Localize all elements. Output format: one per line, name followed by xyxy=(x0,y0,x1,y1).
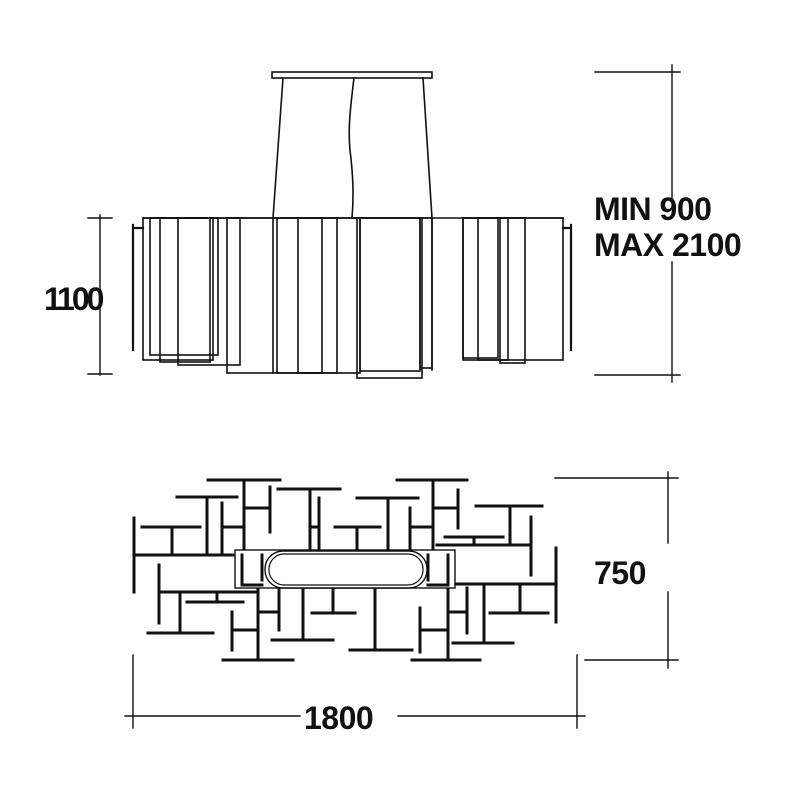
height-label: 1100 xyxy=(44,281,104,317)
suspension-min-label: MIN 900 xyxy=(594,191,712,227)
canopy-seam xyxy=(348,77,355,219)
canopy-capsule xyxy=(264,550,428,589)
height-dimension-line xyxy=(87,214,113,376)
depth-label: 750 xyxy=(594,555,646,591)
depth-dimension-line xyxy=(554,471,679,669)
hanging-panels xyxy=(142,217,564,379)
width-dimension-line xyxy=(124,654,586,729)
plan-view-center xyxy=(234,549,456,589)
canopy-body xyxy=(272,77,433,219)
suspension-dimension-line xyxy=(594,64,681,383)
suspension-max-label: MAX 2100 xyxy=(594,227,742,263)
plan-view-branches xyxy=(132,478,558,662)
elevation-view xyxy=(131,71,573,379)
side-brackets xyxy=(131,223,573,352)
canopy-plate xyxy=(271,71,433,79)
width-label: 1800 xyxy=(304,700,374,736)
